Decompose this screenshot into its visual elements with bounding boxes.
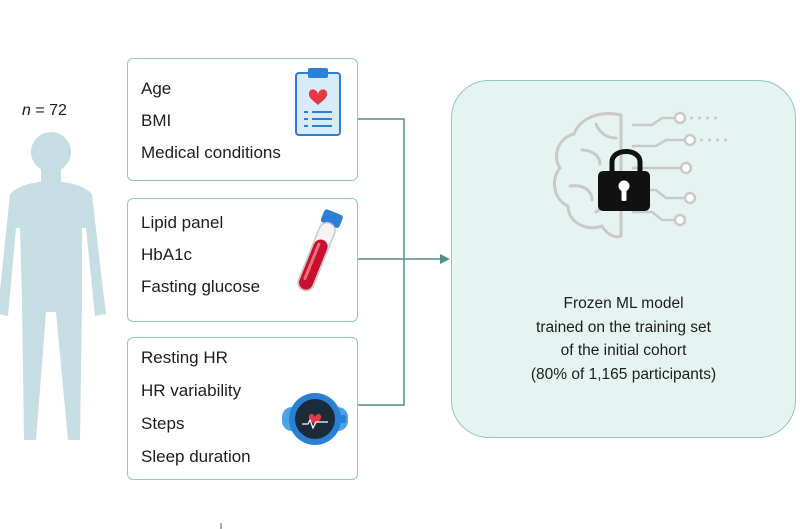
input-label: Steps: [141, 414, 185, 433]
clipboard-icon: [295, 68, 341, 136]
model-description: Frozen ML model trained on the training …: [530, 295, 717, 383]
arrow-head-icon: [440, 254, 450, 264]
input-label: Sleep duration: [141, 447, 251, 466]
demographics-box: Age BMI Medical conditions: [127, 58, 358, 181]
input-label: BMI: [141, 111, 172, 130]
input-label: Resting HR: [141, 348, 228, 367]
input-label: Fasting glucose: [141, 277, 261, 296]
input-label: Medical conditions: [141, 143, 281, 162]
input-label: HbA1c: [141, 245, 193, 264]
bracket-connector: [358, 118, 405, 406]
blood-biomarkers-box: Lipid panel HbA1c Fasting glucose: [127, 198, 358, 322]
padlock-icon: [598, 149, 650, 211]
blood-tube-icon: [297, 209, 343, 292]
input-label: Age: [141, 79, 172, 98]
input-label: HR variability: [141, 381, 242, 400]
input-label: Lipid panel: [141, 213, 224, 232]
sample-size-label: n = 72: [22, 102, 67, 119]
wearable-metrics-box: Resting HR HR variability Steps Sleep du…: [127, 337, 358, 480]
smartwatch-icon: [282, 393, 348, 445]
frozen-model-panel: [451, 80, 796, 438]
